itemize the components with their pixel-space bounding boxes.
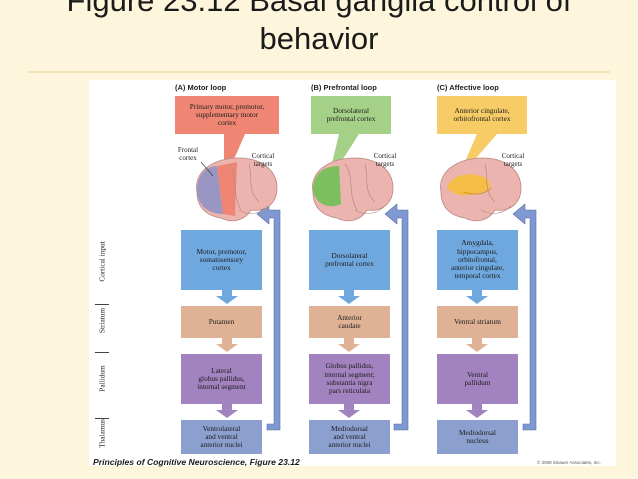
motor-thalamus-box: Ventrolateral and ventral anterior nucle… — [181, 420, 262, 454]
prefrontal-cortical-targets-label: Cortical targets — [373, 152, 397, 168]
motor-loop-header: (A) Motor loop — [175, 83, 227, 92]
copyright-notice: © 2008 Sinauer Associates, Inc. — [537, 460, 601, 465]
prefrontal-pallidum-box: Globus pallidus, internal segment; subst… — [309, 354, 390, 404]
row-divider — [95, 352, 109, 353]
figure-panel: (A) Motor loop (B) Prefrontal loop (C) A… — [89, 80, 616, 467]
motor-region-callout: Primary motor, premotor, supplementary m… — [175, 96, 279, 134]
motor-cortical-targets-label: Cortical targets — [251, 152, 275, 168]
affective-region-callout: Anterior cingulate, orbitofrontal cortex — [437, 96, 527, 134]
affective-thalamus-box: Mediodorsal nucleus — [437, 420, 518, 454]
loop-return-arrows — [256, 203, 537, 431]
affective-striatum-box: Ventral striatum — [437, 306, 518, 338]
affective-cortical-targets-label: Cortical targets — [501, 152, 525, 168]
prefrontal-brain-image — [312, 157, 394, 222]
figure-artwork — [196, 134, 537, 431]
slide-title-line-1: Figure 23.12 Basal ganglia control of — [66, 0, 572, 18]
row-divider — [95, 304, 109, 305]
frontal-cortex-pointer — [200, 161, 214, 177]
prefrontal-thalamus-box: Mediodorsal and ventral anterior nuclei — [309, 420, 390, 454]
motor-brain-image — [196, 157, 278, 222]
affective-pallidum-box: Ventral pallidum — [437, 354, 518, 404]
prefrontal-cortical-input-box: Dorsolateral prefrontal cortex — [309, 230, 390, 290]
frontal-cortex-label: Frontal cortex — [177, 146, 199, 162]
slide-title-line-2: behavior — [259, 21, 379, 56]
motor-pallidum-box: Lateral globus pallidus, internal segmen… — [181, 354, 262, 404]
motor-striatum-box: Putamen — [181, 306, 262, 338]
affective-loop-header: (C) Affective loop — [437, 83, 499, 92]
motor-cortical-input-box: Motor, premotor, somatosensory cortex — [181, 230, 262, 290]
prefrontal-striatum-box: Anterior caudate — [309, 306, 390, 338]
row-divider — [95, 418, 109, 419]
affective-cortical-input-box: Amygdala, hippocampus, orbitofrontal, an… — [437, 230, 518, 290]
prefrontal-loop-header: (B) Prefrontal loop — [311, 83, 377, 92]
figure-caption: Principles of Cognitive Neuroscience, Fi… — [93, 457, 300, 467]
stage-arrows — [216, 290, 488, 418]
prefrontal-region-callout: Dorsolateral prefrontal cortex — [311, 96, 391, 134]
affective-brain-image — [440, 157, 522, 222]
title-divider — [28, 71, 610, 73]
